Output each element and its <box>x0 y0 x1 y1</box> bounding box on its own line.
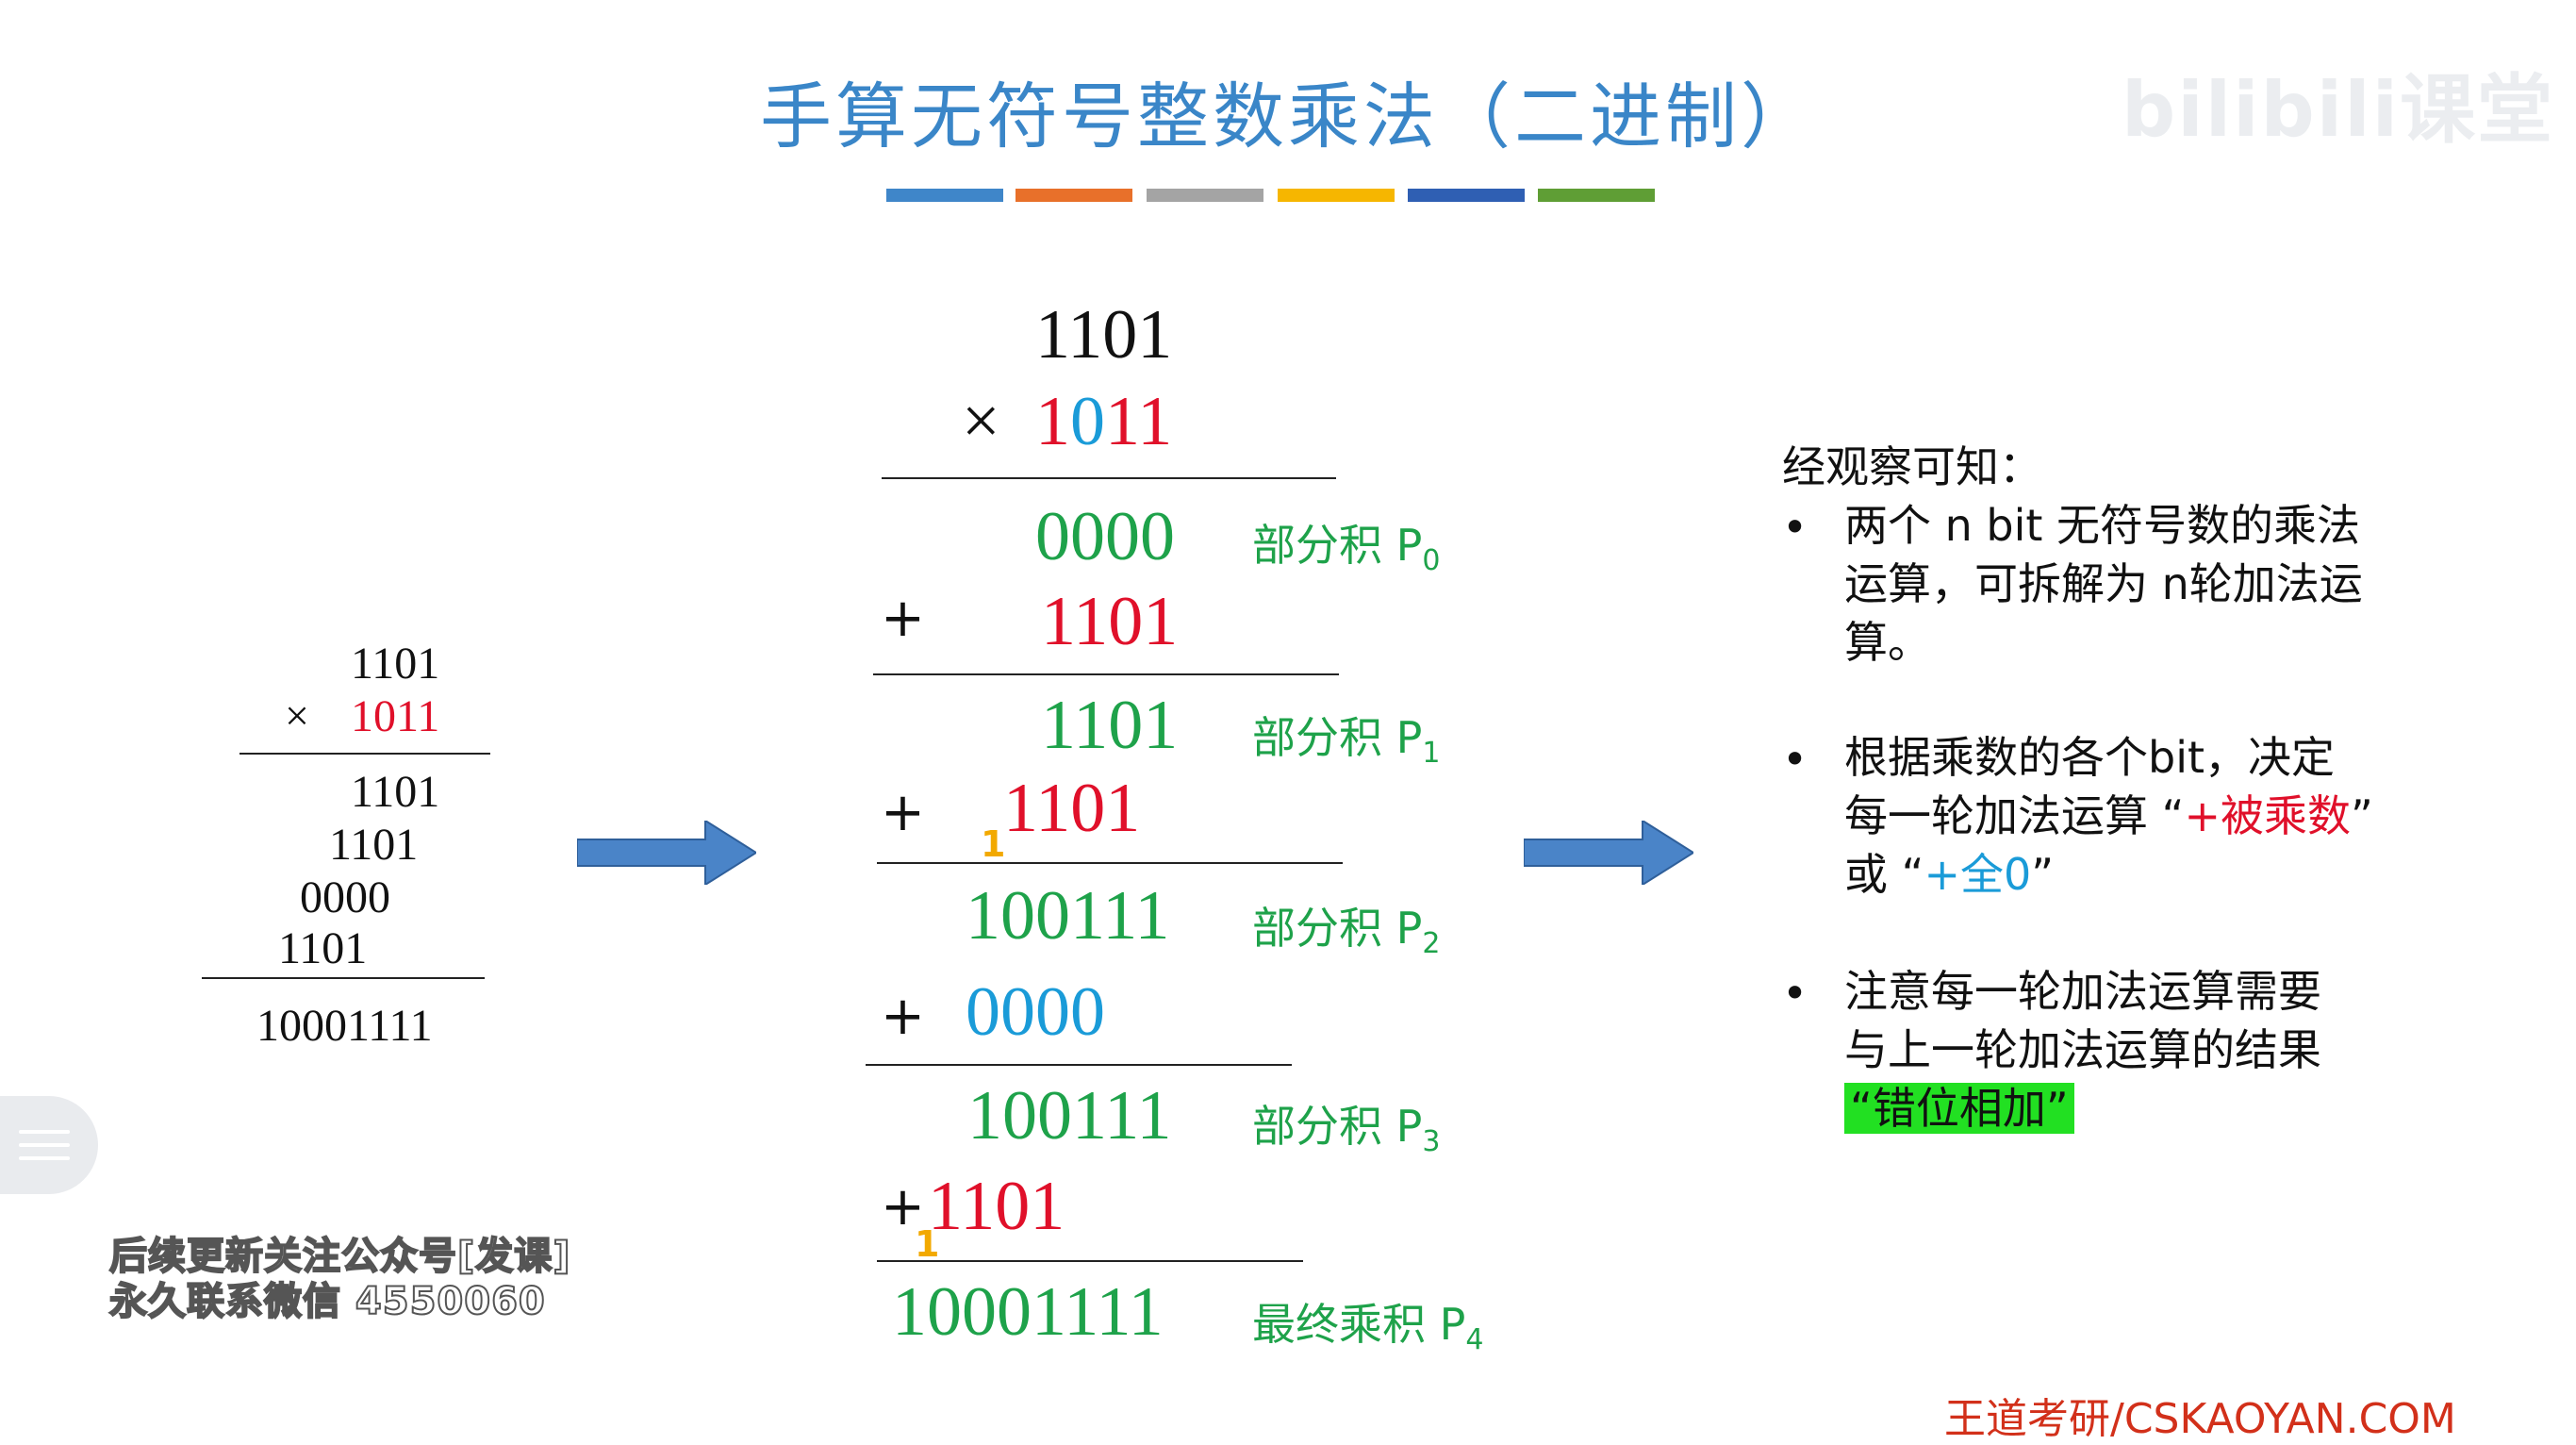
p2-label: 部分积 P2 <box>1252 903 1441 960</box>
multiplier-digit: 1 <box>1105 383 1138 460</box>
bullet-3-dot: • <box>1782 968 1808 1019</box>
mid-multiplicand: 1101 <box>1035 296 1173 374</box>
overlay-caption: 后续更新关注公众号[发课] 永久联系微信 4550060 <box>108 1234 571 1324</box>
add4-value: 1101 <box>928 1168 1065 1245</box>
bullet-1-dot: • <box>1782 502 1808 553</box>
carry-1: 1 <box>981 823 1006 865</box>
mid-times-sign: × <box>962 383 1000 458</box>
color-bar-1 <box>886 189 1003 202</box>
color-bar-6 <box>1538 189 1655 202</box>
color-bar-3 <box>1147 189 1263 202</box>
notes-heading: 经观察可知： <box>1782 441 2042 492</box>
left-multiplicand: 1101 <box>351 639 440 689</box>
p0-label: 部分积 P0 <box>1252 520 1441 577</box>
color-bar-2 <box>1016 189 1132 202</box>
p2-value: 100111 <box>966 877 1170 955</box>
left-result: 10001111 <box>256 1001 433 1051</box>
right-arrow-icon <box>1524 821 1693 885</box>
add3-sign: + <box>881 986 925 1047</box>
bullet-2-text: 根据乘数的各个bit，决定 每一轮加法运算 “+被乘数” 或 “+全0” <box>1844 732 2373 900</box>
right-arrow-icon <box>577 821 756 885</box>
mid-multiplier: 1011 <box>1035 387 1172 457</box>
carry-2: 1 <box>915 1223 940 1265</box>
add2-value: 1101 <box>1003 770 1141 847</box>
p3-value: 100111 <box>967 1077 1172 1154</box>
mid-divider-4 <box>866 1064 1292 1066</box>
left-divider-2 <box>202 977 485 979</box>
slide-title: 手算无符号整数乘法（二进制） <box>760 75 1816 158</box>
bullet-2-dot: • <box>1782 734 1808 785</box>
mid-divider-5 <box>877 1260 1303 1262</box>
mid-divider-2 <box>873 673 1339 675</box>
color-bar-4 <box>1278 189 1395 202</box>
side-drawer-handle[interactable] <box>0 1096 98 1194</box>
highlight-offset-add: “错位相加” <box>1844 1083 2074 1134</box>
bullet-1-text: 两个 n bit 无符号数的乘法 运算，可拆解为 n轮加法运 算。 <box>1844 500 2363 668</box>
p1-label: 部分积 P1 <box>1252 712 1441 770</box>
add4-sign: + <box>881 1176 925 1237</box>
add3-value: 0000 <box>966 973 1105 1051</box>
left-row-3: 0000 <box>300 872 390 922</box>
left-divider-1 <box>239 753 490 755</box>
p1-value: 1101 <box>1041 687 1179 764</box>
p4-label: 最终乘积 P4 <box>1252 1299 1484 1356</box>
p3-label: 部分积 P3 <box>1252 1101 1441 1158</box>
add1-sign: + <box>881 588 925 649</box>
left-times-sign: × <box>285 691 309 739</box>
add1-value: 1101 <box>1041 583 1179 660</box>
bilibili-watermark: bilibili课堂 <box>2122 66 2555 154</box>
footer-brand: 王道考研/CSKAOYAN.COM <box>1944 1395 2456 1443</box>
multiplier-digit: 0 <box>1070 383 1105 460</box>
p0-value: 0000 <box>1035 498 1175 575</box>
add2-sign: + <box>881 782 925 843</box>
left-row-1: 1101 <box>351 767 440 817</box>
mid-divider-1 <box>882 477 1336 479</box>
mid-divider-3 <box>877 862 1343 864</box>
left-row-2: 1101 <box>329 820 419 870</box>
left-row-4: 1101 <box>278 923 368 973</box>
left-multiplier: 1011 <box>351 691 440 741</box>
color-bar-5 <box>1408 189 1525 202</box>
multiplier-digit: 1 <box>1137 383 1173 460</box>
multiplier-digit: 1 <box>1035 383 1070 460</box>
p4-value: 10001111 <box>892 1273 1164 1351</box>
bullet-3-text: 注意每一轮加法运算需要 与上一轮加法运算的结果 “错位相加” <box>1844 966 2321 1134</box>
